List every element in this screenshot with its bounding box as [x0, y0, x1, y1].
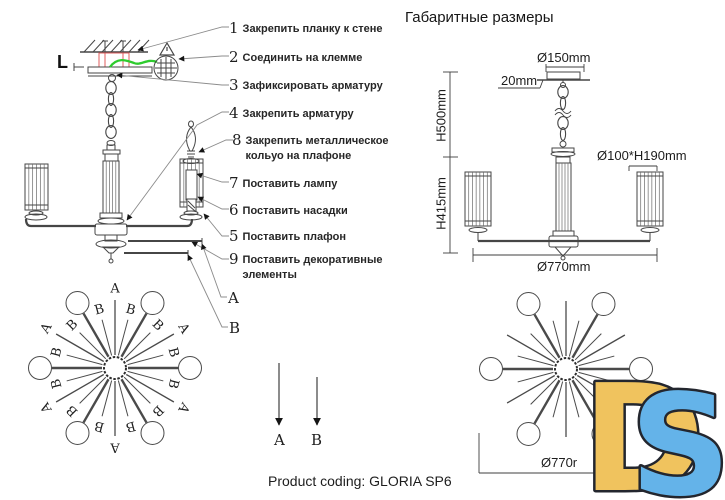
ray-type-label: A	[174, 320, 192, 337]
right-arm	[126, 218, 194, 228]
column-ribs	[558, 163, 569, 231]
ray-type-label: A	[110, 440, 121, 455]
step-number: 4	[229, 104, 239, 122]
step-text: Закрепить металлическое кольуо на плафон…	[245, 135, 389, 162]
fixture-height-label: H415mm	[433, 177, 449, 230]
ray-type-label: A	[174, 399, 192, 416]
warning-triangle-icon	[158, 41, 176, 56]
assembly-step: 6 Поставить насадки	[229, 202, 348, 219]
ray-type-label: B	[49, 377, 66, 390]
assembly-step: 5 Поставить плафон	[229, 228, 346, 245]
ray-type-label: A	[109, 282, 120, 297]
assembly-diagram	[24, 39, 204, 264]
ray-type-label: B	[124, 417, 137, 434]
assembly-step: 7 Поставить лампу	[229, 175, 337, 192]
assembly-step: 2 Соединить на клемме	[229, 49, 362, 66]
callout-a: A	[228, 289, 239, 307]
chain	[557, 85, 569, 141]
fixture-diameter-label: Ø770mm	[537, 259, 591, 274]
decorative-rods	[124, 238, 203, 256]
step-number: 5	[229, 227, 239, 245]
ray-type-label: B	[149, 402, 166, 419]
step-number: 9	[229, 250, 239, 268]
leader-lines	[116, 26, 233, 328]
ceiling-hatch	[83, 39, 150, 53]
rod-b-label: B	[311, 431, 323, 449]
screw-icon	[73, 63, 84, 71]
ray-type-label: B	[64, 317, 81, 334]
ds-logo: D S	[580, 351, 725, 500]
step-text: Поставить лампу	[242, 178, 338, 190]
right-shade	[179, 158, 204, 212]
assembly-step: 9 Поставить декоративные элементы	[229, 251, 411, 282]
shade-size-label: Ø100*H190mm	[597, 148, 687, 163]
chain	[105, 81, 117, 139]
logo-letter-d: D	[582, 353, 705, 500]
rod-reference	[275, 363, 321, 426]
step-text: Закрепить планку к стене	[242, 23, 383, 35]
step-number: 1	[229, 19, 239, 37]
left-shade	[464, 171, 492, 227]
dimension-lines	[443, 64, 665, 474]
ray-type-label: B	[149, 317, 166, 334]
logo-letter-s: S	[630, 365, 725, 500]
assembly-step: 8 Закрепить металлическое кольуо на плаф…	[232, 132, 414, 163]
ray-type-label: B	[164, 377, 181, 390]
step-number: 2	[229, 48, 239, 66]
product-coding: Product coding: GLORIA SP6	[268, 473, 452, 489]
step-text: Поставить декоративные элементы	[242, 254, 383, 281]
dimensions-title: Габаритные размеры	[405, 9, 554, 26]
terminal-block	[153, 55, 179, 81]
column-ribs	[105, 161, 117, 213]
top-view-starburst	[479, 292, 653, 446]
ray-type-label: B	[164, 346, 181, 359]
rod-a-label: A	[274, 431, 285, 449]
step-number: 3	[229, 76, 239, 94]
step-number: 8	[232, 131, 242, 149]
top-view-diameter-label: Ø770r	[541, 455, 578, 470]
ray-type-label: B	[124, 302, 137, 319]
mains-label: L	[57, 52, 68, 72]
right-shade	[636, 171, 664, 227]
step-number: 7	[229, 174, 239, 192]
ray-type-label: B	[93, 417, 106, 434]
ray-type-label: B	[64, 402, 81, 419]
step-text: Поставить насадки	[242, 205, 348, 217]
step-text: Закрепить арматуру	[242, 108, 354, 120]
dimension-diagram	[464, 71, 664, 261]
ray-type-label: A	[37, 320, 55, 337]
ray-type-label: B	[49, 346, 66, 359]
left-shade	[24, 163, 49, 211]
left-arm	[24, 218, 96, 228]
assembly-step: 3 Зафиксировать арматуру	[229, 77, 383, 94]
suspension-height-label: H500mm	[433, 89, 449, 142]
callout-b: B	[229, 319, 241, 337]
canopy-diameter-label: Ø150mm	[537, 50, 591, 65]
step-text: Зафиксировать арматуру	[242, 80, 383, 92]
canopy-offset-label: 20mm	[501, 73, 538, 88]
assembly-step: 1 Закрепить планку к стене	[229, 20, 383, 37]
lamp	[185, 169, 198, 201]
ray-type-label: B	[93, 302, 106, 319]
ray-type-label: A	[37, 399, 55, 416]
assembly-step: 4 Закрепить арматуру	[229, 105, 354, 122]
step-text: Соединить на клемме	[242, 52, 363, 64]
step-text: Поставить плафон	[242, 231, 346, 243]
wire	[109, 58, 158, 68]
bulb	[182, 120, 200, 164]
step-number: 6	[229, 201, 239, 219]
